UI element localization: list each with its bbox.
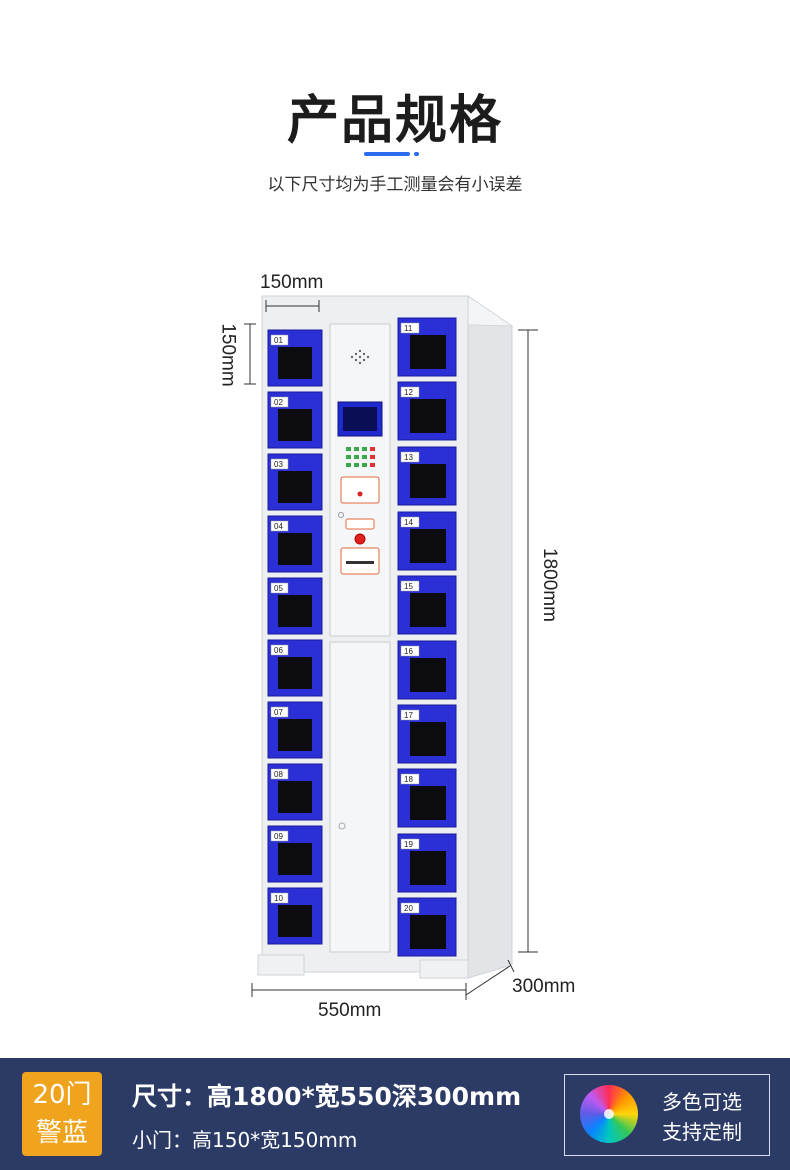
page-subtitle: 以下尺寸均为手工测量会有小误差 [267, 175, 523, 195]
locker-number: 19 [404, 840, 413, 849]
locker-door-17: 17 [397, 704, 457, 764]
locker-door-11: 11 [397, 317, 457, 377]
locker-number: 03 [274, 460, 283, 469]
dimension-line-door-height [244, 323, 256, 385]
badge-color: 警蓝 [35, 1118, 88, 1148]
cabinet-foot-left [257, 954, 305, 976]
locker-number: 14 [404, 518, 413, 527]
keypad-icon [346, 447, 375, 467]
door-height-label: 150mm [217, 323, 239, 387]
label-stripe [346, 561, 374, 564]
model-badge: 20门 警蓝 [22, 1072, 102, 1156]
dimension-line-height [518, 329, 538, 953]
locker-door-04: 04 [267, 515, 323, 573]
title-underline-dot [414, 152, 419, 156]
spec-size: 尺寸：高1800*宽550深300mm [132, 1082, 522, 1111]
locker-door-09: 09 [267, 825, 323, 883]
locker-number: 02 [274, 398, 283, 407]
locker-number: 06 [274, 646, 283, 655]
locker-number: 17 [404, 711, 413, 720]
locker-door-20: 20 [397, 897, 457, 957]
dimension-line-door-width [265, 300, 320, 312]
locker-number: 05 [274, 584, 283, 593]
locker-number: 07 [274, 708, 283, 717]
depth-label: 300mm [512, 976, 576, 997]
locker-door-07: 07 [267, 701, 323, 759]
locker-door-02: 02 [267, 391, 323, 449]
custom-label: 支持定制 [662, 1120, 742, 1144]
locker-number: 04 [274, 522, 283, 531]
locker-door-03: 03 [267, 453, 323, 511]
locker-door-19: 19 [397, 833, 457, 893]
lcd-display [343, 407, 377, 431]
indicator-light-1 [357, 491, 363, 497]
emergency-button-icon [354, 533, 366, 545]
dimension-line-depth [465, 959, 515, 996]
cabinet-foot-right [419, 959, 469, 979]
locker-number: 08 [274, 770, 283, 779]
locker-door-05: 05 [267, 577, 323, 635]
locker-number: 12 [404, 388, 413, 397]
locker-number: 18 [404, 775, 413, 784]
locker-door-14: 14 [397, 511, 457, 571]
storage-door-center [329, 641, 391, 953]
locker-number: 13 [404, 453, 413, 462]
locker-number: 20 [404, 904, 413, 913]
locker-door-16: 16 [397, 640, 457, 700]
locker-door-08: 08 [267, 763, 323, 821]
keyhole-icon [338, 512, 344, 518]
locker-number: 11 [404, 324, 413, 333]
locker-door-15: 15 [397, 575, 457, 635]
speaker-grille-icon [350, 349, 370, 365]
badge-doors: 20门 [32, 1080, 92, 1110]
color-wheel-icon [580, 1085, 638, 1143]
spec-bar [0, 1058, 790, 1170]
height-label: 1800mm [538, 548, 560, 622]
locker-door-01: 01 [267, 329, 323, 387]
locker-number: 01 [274, 336, 283, 345]
locker-number: 16 [404, 647, 413, 656]
customization-box [564, 1074, 770, 1156]
locker-door-12: 12 [397, 381, 457, 441]
width-label: 550mm [318, 1000, 382, 1021]
door-width-label: 150mm [260, 272, 324, 293]
locker-door-18: 18 [397, 768, 457, 828]
locker-door-13: 13 [397, 446, 457, 506]
lock-icon [338, 822, 346, 830]
locker-door-10: 10 [267, 887, 323, 945]
cabinet-side-face [467, 295, 513, 979]
locker-number: 09 [274, 832, 283, 841]
page-title: 产品规格 [286, 91, 503, 151]
locker-number: 15 [404, 582, 413, 591]
locker-door-06: 06 [267, 639, 323, 697]
locker-number: 10 [274, 894, 283, 903]
info-label-2 [345, 518, 375, 530]
info-label-1 [340, 476, 380, 504]
dimension-line-width [251, 983, 467, 1000]
title-underline [364, 152, 410, 156]
spec-door-size: 小门：高150*宽150mm [132, 1128, 358, 1152]
multi-color-label: 多色可选 [662, 1090, 742, 1114]
